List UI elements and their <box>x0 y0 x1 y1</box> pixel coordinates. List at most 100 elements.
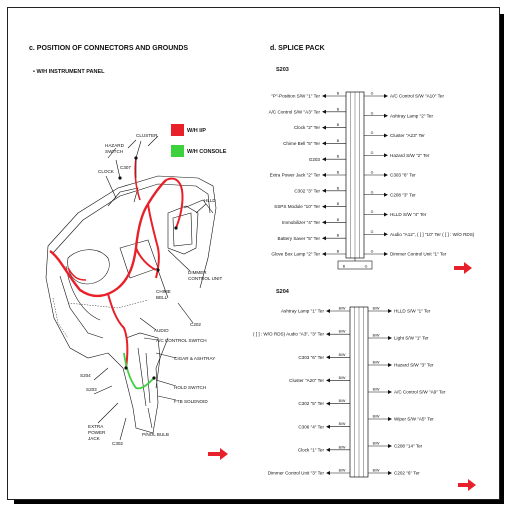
s203-left-label: SSPS Module "10" Ter <box>274 204 320 209</box>
s203-left-code: B <box>337 92 340 96</box>
s203-arrow-icon[interactable] <box>454 262 472 274</box>
connector-dots <box>118 156 178 380</box>
legend-swatch-console <box>171 145 184 157</box>
s203-right-code: G <box>371 131 374 135</box>
label-c307: C307 <box>120 165 131 170</box>
s203-left-arrow <box>322 204 326 209</box>
s204-left-label: C303 "6" Ter <box>298 355 324 360</box>
s203-title: S203 <box>276 67 289 73</box>
s204-right-arrow <box>388 471 392 475</box>
s204-left-arrow <box>326 401 330 406</box>
label-extra-power: EXTRA POWER JACK <box>88 424 107 441</box>
s204-left-code: B/W <box>339 422 346 426</box>
s203-right-code: G <box>371 230 374 234</box>
s203-left-arrow <box>322 188 326 193</box>
s203-left-label: Glove Box Lamp "2" Ter <box>271 252 320 257</box>
leader-lines <box>93 140 207 441</box>
s203-right-label: Dimmer Control Unit "1" Ter <box>390 252 447 257</box>
s203-right-arrow <box>384 173 388 177</box>
s203-left-code: B <box>337 107 340 111</box>
s203-left-label: C302 "3" Ter <box>294 188 320 193</box>
label-ftb-solenoid: FTB SOLENOID <box>174 399 208 404</box>
label-clock: CLOCK <box>98 169 115 174</box>
s203-left-label: A/C Control S/W "A3" Ter <box>269 109 321 114</box>
s204-arrow-icon[interactable] <box>458 479 476 491</box>
s204-left-arrow <box>326 471 330 475</box>
legend-label-console: W/H CONSOLE <box>187 149 227 155</box>
s203-bottom-code-left: B <box>343 265 346 269</box>
s204-right-code: B/W <box>373 334 380 338</box>
s203-left-code: B <box>337 155 340 159</box>
s204-right-arrow <box>388 363 392 367</box>
s203-left-arrow <box>322 109 326 114</box>
s203-left-arrow <box>322 141 326 146</box>
s204-right-label: HLLD S/W "1" Ter <box>394 309 431 314</box>
label-chime-line1: CHIME <box>156 289 171 294</box>
s203-left-arrow <box>322 173 326 177</box>
s204-left-arrow <box>326 378 330 383</box>
label-hold-switch: HOLD SWITCH <box>174 385 206 390</box>
s204-left-arrow <box>326 309 330 313</box>
label-dimmer-line1: DIMMER <box>188 270 207 275</box>
s203-left-label: Clock "2" Ter <box>294 125 321 130</box>
s203-left-code: B <box>337 186 340 190</box>
s204-left-arrow <box>326 355 330 360</box>
s204-title: S204 <box>276 289 290 295</box>
label-hazard: HAZARD SWITCH <box>105 143 125 154</box>
s203-right-arrow <box>384 94 388 98</box>
s203-bottom-code-right: G <box>365 265 368 269</box>
s204-right-arrow <box>388 444 392 448</box>
s203-left-label: Extra Power Jack "2" Ter <box>270 173 321 178</box>
label-chime: CHIME BELL <box>156 289 172 300</box>
s204-left-code: B/W <box>339 445 346 449</box>
label-hlld: HLLD <box>204 198 216 203</box>
section-d-title: d. SPLICE PACK <box>270 45 325 52</box>
s204-left-label: C302 "5" Ter <box>298 401 324 406</box>
s204-left-label: Clock "1" Ter <box>298 447 325 452</box>
label-extra-line3: JACK <box>88 436 101 441</box>
s203-right-label: C303 "6" Ter <box>390 173 416 178</box>
label-c202: C202 <box>190 322 201 327</box>
section-c-title: c. POSITION OF CONNECTORS AND GROUNDS <box>29 45 188 52</box>
s204-left-label: Ashtray Lamp "1" Ter <box>281 309 324 314</box>
s203-left-label: G203 <box>309 157 321 162</box>
section-c-subtitle: • W/H INSTRUMENT PANEL <box>33 69 105 75</box>
harness-console <box>123 352 155 390</box>
label-cluster: CLUSTER <box>136 133 158 138</box>
s204-right-code: B/W <box>373 469 380 473</box>
label-cigar: CIGAR & ASHTRAY <box>174 356 215 361</box>
s203-right-label: C208 "3" Ter <box>390 192 416 197</box>
s203-right-label: Audio "A12", ( [ ] "10" Ter ( [ ] : W/O … <box>390 232 475 237</box>
s203-left-code: B <box>337 250 340 254</box>
s203-right-arrow <box>384 153 388 158</box>
s203-right-arrow <box>384 113 388 118</box>
diagram-canvas: c. POSITION OF CONNECTORS AND GROUNDS • … <box>29 45 476 491</box>
s204-right-label: Light S/W "1" Ter <box>394 336 429 341</box>
s203-right-code: G <box>371 171 374 175</box>
s203-left-arrow <box>322 94 326 98</box>
next-arrow-icon[interactable] <box>208 448 228 460</box>
s203-right-code: G <box>371 190 374 194</box>
s204-left-code: B/W <box>339 399 346 403</box>
s204-right-arrow <box>388 417 392 421</box>
s204-right-code: B/W <box>373 388 380 392</box>
s203-left-code: B <box>337 202 340 206</box>
s204-left-code: B/W <box>339 469 346 473</box>
s204-right-label: A/C Control S/W "A9" Ter <box>394 390 446 395</box>
s203-left-code: B <box>337 123 340 127</box>
s203-right-code: G <box>371 111 374 115</box>
s204-left-code: B/W <box>339 376 346 380</box>
s204-left-arrow <box>326 332 330 337</box>
s203-left-arrow <box>322 157 326 162</box>
label-dimmer: DIMMER CONTROL UNIT <box>188 270 222 281</box>
manual-page: c. POSITION OF CONNECTORS AND GROUNDS • … <box>7 7 500 500</box>
label-extra-line1: EXTRA <box>88 424 104 429</box>
s203-right-label: Cluster "A23" Ter <box>390 133 425 138</box>
s203-right-label: HLLD S/W "4" Ter <box>390 212 427 217</box>
label-extra-line2: POWER <box>88 430 106 435</box>
s203-right-code: G <box>371 151 374 155</box>
label-s204: S204 <box>80 373 91 378</box>
s203-right-arrow <box>384 212 388 217</box>
